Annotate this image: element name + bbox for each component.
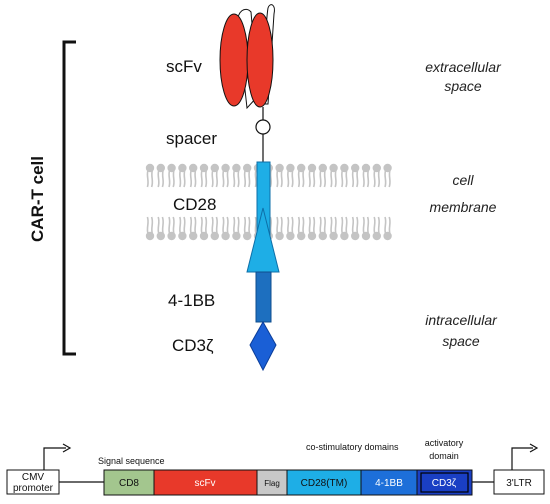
spacer-hinge	[255, 119, 271, 135]
cmv-promoter-line1: CMV	[22, 472, 45, 483]
segment-cd28tm-label: CD28(TM)	[301, 478, 348, 489]
lipid-head-bottom	[145, 216, 155, 241]
region-intracellular-1: intracellular	[425, 312, 498, 328]
lipid-head-bottom	[382, 216, 393, 241]
lipid-head-bottom	[296, 216, 307, 241]
signal-sequence-label: Signal sequence	[98, 456, 165, 466]
lipid-head-top	[350, 163, 361, 188]
lipid-head-top	[339, 163, 350, 188]
segment-cd8-label: CD8	[119, 478, 139, 489]
lipid-head-bottom	[155, 216, 166, 241]
lipid-head-top	[317, 163, 328, 188]
region-extracellular-1: extracellular	[425, 59, 502, 75]
vector-construct: CMV promoter Signal sequence co-stimulat…	[6, 438, 545, 496]
label-cd3z: CD3ζ	[172, 336, 214, 355]
lipid-head-top	[220, 163, 231, 188]
region-membrane-1: cell	[452, 172, 474, 188]
lipid-head-top	[166, 163, 177, 188]
lipid-head-bottom	[209, 216, 220, 241]
region-membrane-2: membrane	[430, 199, 497, 215]
lipid-head-bottom	[306, 216, 318, 241]
lipid-head-bottom	[371, 216, 382, 241]
region-extracellular-2: space	[444, 78, 482, 94]
lipid-head-bottom	[360, 216, 372, 241]
ltr-arrow	[511, 447, 533, 470]
lipid-head-top	[328, 163, 339, 188]
segment-flag	[256, 469, 288, 496]
lipid-head-top	[209, 163, 220, 188]
lipid-head-top	[306, 163, 318, 188]
lipid-head-bottom	[274, 216, 285, 241]
lipid-head-bottom	[242, 216, 253, 241]
region-intracellular-2: space	[442, 333, 480, 349]
lipid-head-bottom	[177, 216, 188, 241]
segment-cd3z	[416, 469, 473, 496]
four1bb-domain	[255, 271, 272, 323]
scfv-domain	[219, 4, 275, 110]
ltr-label: 3'LTR	[506, 478, 532, 489]
lipid-head-bottom	[199, 216, 209, 241]
lipid-head-bottom	[231, 216, 242, 241]
promoter-arrow	[43, 447, 66, 470]
lipid-head-top	[155, 163, 166, 188]
lipid-head-bottom	[285, 216, 296, 241]
side-label: CAR-T cell	[28, 156, 47, 242]
lipid-head-top	[360, 163, 372, 188]
scfv-lobe-left	[219, 13, 249, 107]
lipid-head-top	[145, 163, 155, 188]
ltr-box	[493, 469, 545, 495]
segment-scfv-label: scFv	[194, 478, 215, 489]
cell-bracket	[62, 40, 76, 356]
lipid-head-top	[199, 163, 209, 188]
lipid-head-top	[296, 163, 307, 188]
segment-4-1bb-label: 4-1BB	[375, 478, 403, 489]
cmv-promoter-line2: promoter	[13, 483, 54, 494]
cd28-cone	[246, 207, 280, 273]
lipid-head-bottom	[350, 216, 361, 241]
lipid-head-top	[177, 163, 188, 188]
segment-cd28tm	[286, 469, 362, 496]
segment-cd3z-label: CD3ζ	[432, 478, 457, 489]
lipid-head-bottom	[339, 216, 350, 241]
lipid-head-bottom	[188, 216, 199, 241]
lipid-head-bottom	[317, 216, 328, 241]
lipid-head-top	[188, 163, 199, 188]
label-cd28: CD28	[173, 195, 216, 214]
label-spacer: spacer	[166, 129, 217, 148]
scfv-lobe-right	[246, 12, 274, 108]
label-scfv: scFv	[166, 57, 202, 76]
label-4-1bb: 4-1BB	[168, 291, 215, 310]
costim-label: co-stimulatory domains	[306, 442, 399, 452]
lipid-head-top	[274, 163, 285, 188]
activatory-label-2: domain	[429, 451, 459, 461]
lipid-head-top	[242, 163, 253, 188]
cd3z-domain	[249, 320, 277, 372]
lipid-head-bottom	[328, 216, 339, 241]
lipid-head-top	[371, 163, 382, 188]
lipid-head-top	[382, 163, 393, 188]
lipid-head-top	[285, 163, 296, 188]
segment-4-1bb	[360, 469, 418, 496]
lipid-head-top	[231, 163, 242, 188]
lipid-head-bottom	[166, 216, 177, 241]
lipid-head-bottom	[220, 216, 231, 241]
activatory-label-1: activatory	[425, 438, 464, 448]
segment-flag-label: Flag	[264, 479, 280, 488]
cmv-promoter-box	[6, 469, 60, 495]
